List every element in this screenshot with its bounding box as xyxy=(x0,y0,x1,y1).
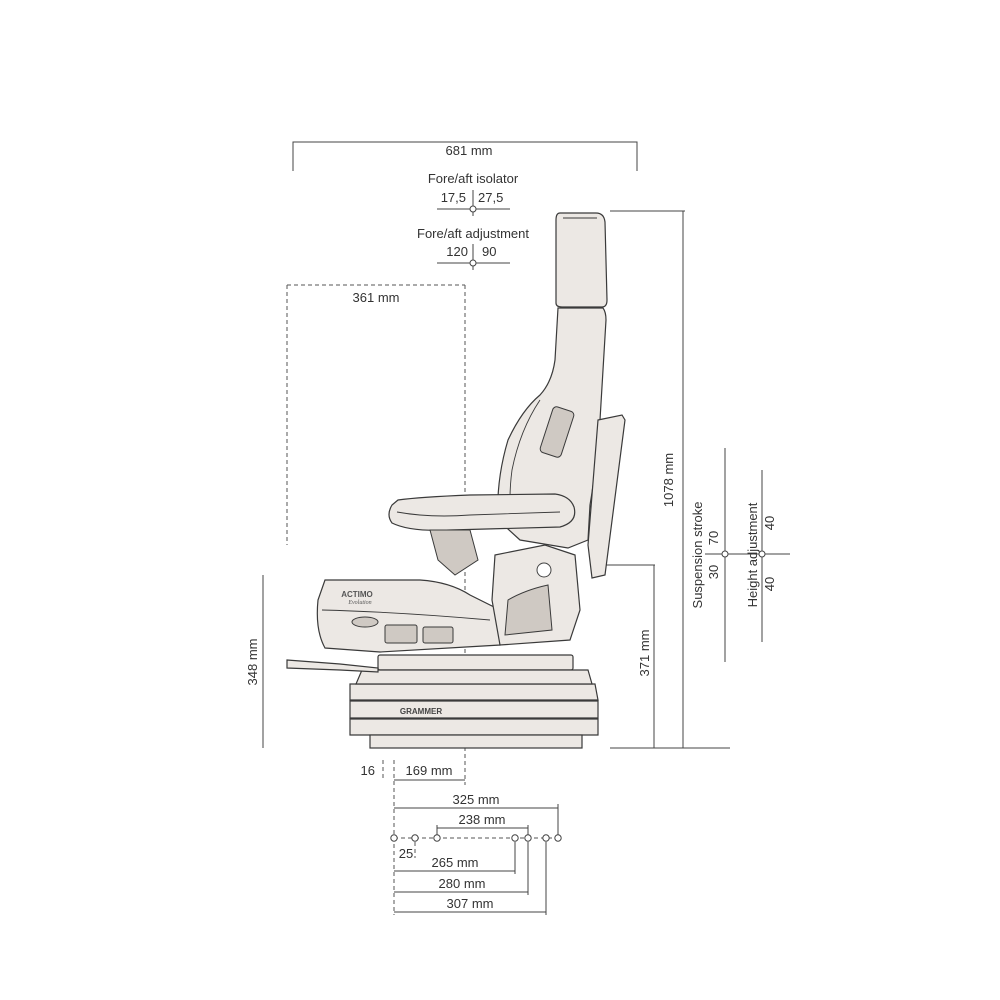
mount-238-label: 238 mm xyxy=(459,812,506,827)
mount-307-label: 307 mm xyxy=(447,896,494,911)
seat-control-switch xyxy=(422,626,454,644)
fore-aft-lever xyxy=(286,659,379,673)
fore-aft-adjustment-dimension: Fore/aft adjustment 120 90 xyxy=(417,226,529,270)
mount-265-label: 265 mm xyxy=(432,855,479,870)
overall-height-label: 1078 mm xyxy=(661,453,676,507)
fore-aft-isolator-left: 17,5 xyxy=(441,190,466,205)
seat-edition-branding: Evolution xyxy=(347,600,371,606)
seat-control-buttons xyxy=(384,624,418,644)
height-adjustment-down: 40 xyxy=(762,577,777,591)
height-adjustment-title: Height adjustment xyxy=(745,502,760,607)
fore-aft-isolator-dimension: Fore/aft isolator 17,5 27,5 xyxy=(428,171,519,216)
suspension-bellows xyxy=(349,683,599,701)
offset-small-label: 16 xyxy=(361,763,375,778)
suspension-stroke-title: Suspension stroke xyxy=(690,502,705,609)
overall-depth-label: 681 mm xyxy=(446,143,493,158)
pivot-height-dimension: 371 mm xyxy=(600,564,655,748)
manufacturer-branding: GRAMMER xyxy=(400,707,442,716)
fore-aft-isolator-right: 27,5 xyxy=(478,190,503,205)
height-adjustment-up: 40 xyxy=(762,516,777,530)
armrest-depth-label: 361 mm xyxy=(353,290,400,305)
fore-aft-adjustment-title: Fore/aft adjustment xyxy=(417,226,529,241)
suspension-stroke-down: 30 xyxy=(706,565,721,579)
suspension-stroke-dimension: Suspension stroke 70 30 xyxy=(690,448,745,662)
fore-aft-adjustment-left: 120 xyxy=(446,244,468,259)
seat-model-branding: ACTIMO xyxy=(341,590,373,599)
pivot-height-label: 371 mm xyxy=(637,630,652,677)
fore-aft-isolator-title: Fore/aft isolator xyxy=(428,171,519,186)
height-adjustment-dimension: Height adjustment 40 40 xyxy=(740,470,790,642)
mounting-dimensions: 16 169 mm 325 mm 238 mm 25 265 mm 280 mm xyxy=(361,760,562,915)
fore-aft-adjustment-right: 90 xyxy=(482,244,496,259)
seat-height-dimension: 348 mm xyxy=(245,575,264,748)
mount-25-label: 25 xyxy=(399,846,413,861)
suspension-stroke-up: 70 xyxy=(706,531,721,545)
seat-illustration: ACTIMO Evolution GRAMMER xyxy=(286,212,626,749)
overall-height-dimension: 1078 mm xyxy=(610,210,730,749)
overall-depth-dimension: 681 mm xyxy=(292,141,638,171)
mount-280-label: 280 mm xyxy=(439,876,486,891)
headrest xyxy=(555,212,608,308)
front-offset-label: 169 mm xyxy=(406,763,453,778)
seat-height-label: 348 mm xyxy=(245,639,260,686)
mount-325-label: 325 mm xyxy=(453,792,500,807)
armrest xyxy=(388,493,576,531)
